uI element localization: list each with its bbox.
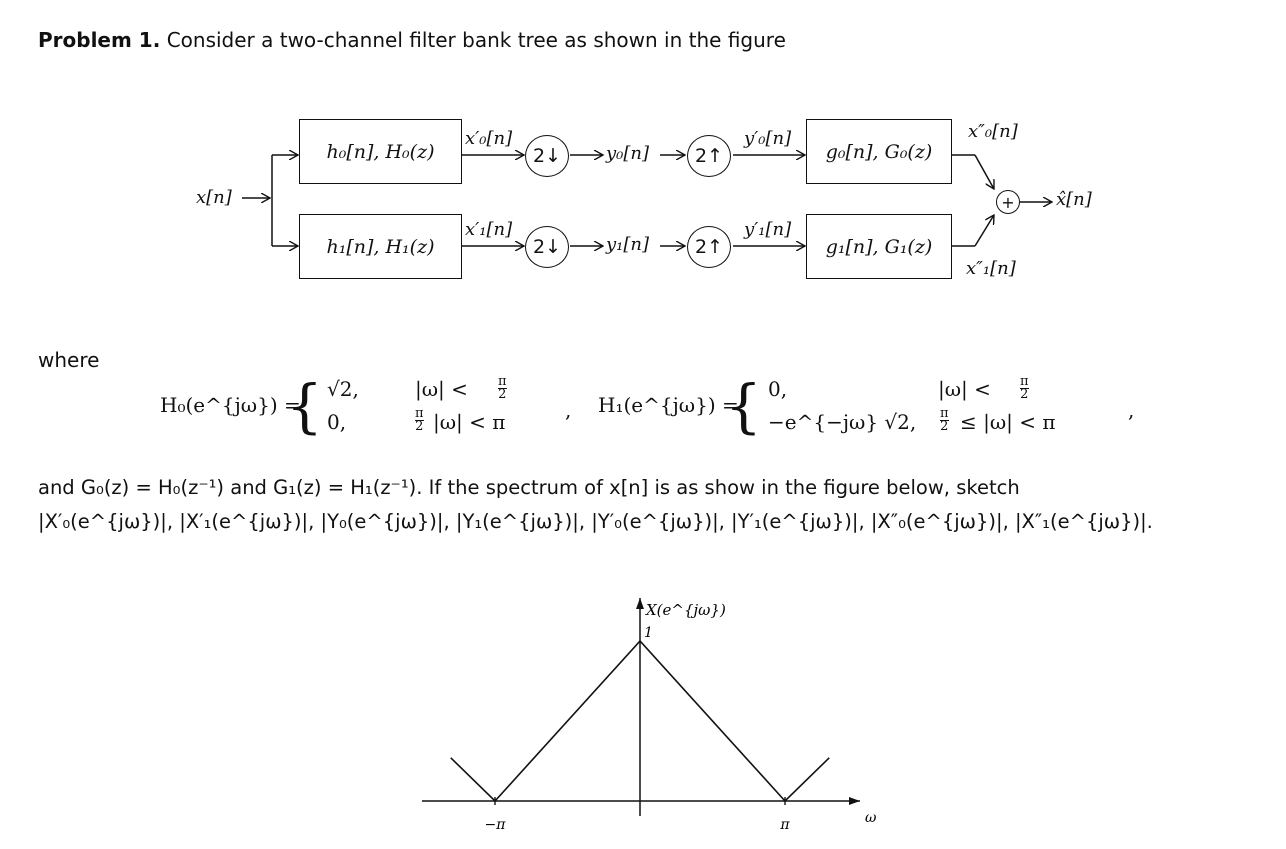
upsampler-top-label: 2↑: [694, 145, 723, 167]
signal-y0-prime: y′₀[n]: [744, 128, 792, 149]
h0-value-1: √2,: [327, 377, 359, 401]
y-axis-label: X(e^{jω}): [645, 601, 726, 619]
signal-x0-prime: x′₀[n]: [465, 128, 513, 149]
h0-lhs: H₀(e^{jω}) =: [160, 393, 301, 417]
h1-value-1: 0,: [768, 377, 788, 401]
filter-h1-label: h₁[n], H₁(z): [326, 235, 435, 258]
h1-cond-1-text: |ω| <: [938, 377, 991, 401]
x-tick-label: π: [779, 817, 790, 833]
synthesis-filter-g0: g₀[n], G₀(z): [806, 119, 952, 184]
output-signal-label: x̂[n]: [1056, 189, 1092, 210]
upsampler-top: 2↑: [687, 135, 731, 177]
upsampler-bottom-label: 2↑: [694, 236, 723, 258]
downsampler-top: 2↓: [525, 135, 569, 177]
input-signal-label: x[n]: [196, 187, 232, 208]
frac-num: π: [1020, 374, 1029, 389]
analysis-filter-h0: h₀[n], H₀(z): [299, 119, 462, 184]
filter-g0-label: g₀[n], G₀(z): [825, 140, 933, 163]
h0-cond-1-text: |ω| <: [415, 377, 468, 401]
downsampler-bottom-label: 2↓: [532, 236, 561, 258]
frac-den: 2: [1020, 387, 1029, 402]
filter-h0-label: h₀[n], H₀(z): [326, 140, 435, 163]
downsampler-bottom: 2↓: [525, 226, 569, 268]
problem-heading-line: Problem 1. Consider a two-channel filter…: [38, 28, 786, 52]
spectrum-series-line: [450, 639, 830, 803]
h1-lhs: H₁(e^{jω}) =: [598, 393, 739, 417]
separator-comma: ,: [565, 398, 572, 422]
h1-cond-1-frac: π 2: [1020, 374, 1029, 402]
x-tick-label: −π: [485, 817, 507, 833]
signal-y1-prime: y′₁[n]: [744, 219, 792, 240]
h0-value-2: 0,: [327, 410, 347, 434]
signal-x0-double-prime: x″₀[n]: [968, 121, 1018, 142]
summing-node-label: +: [1001, 192, 1015, 212]
frac-den: 2: [498, 387, 507, 402]
frac-num: π: [498, 374, 507, 389]
h0-cond-2-frac: π 2: [415, 406, 424, 434]
analysis-filter-h1: h₁[n], H₁(z): [299, 214, 462, 279]
h0-cond-1-frac: π 2: [498, 374, 507, 402]
paragraph-line-1: and G₀(z) = H₀(z⁻¹) and G₁(z) = H₁(z⁻¹).…: [38, 476, 1020, 499]
frac-den: 2: [415, 419, 424, 434]
where-label: where: [38, 348, 100, 372]
signal-x1-double-prime: x″₁[n]: [966, 258, 1016, 279]
h0-cond-2-text: |ω| < π: [433, 410, 506, 434]
downsampler-top-label: 2↓: [532, 145, 561, 167]
summing-node: +: [996, 190, 1020, 214]
signal-y1: y₁[n]: [606, 234, 650, 255]
signal-y0: y₀[n]: [606, 143, 650, 164]
x-axis-label: ω: [865, 810, 877, 826]
paragraph-line-2: |X′₀(e^{jω})|, |X′₁(e^{jω})|, |Y₀(e^{jω}…: [38, 510, 1153, 533]
spectrum-chart: −π π 1 X(e^{jω}) ω: [422, 598, 877, 833]
h1-value-2: −e^{−jω} √2,: [768, 410, 917, 434]
h1-cond-2-text: ≤ |ω| < π: [960, 410, 1056, 434]
y-tick-label: 1: [644, 625, 653, 641]
problem-number: Problem 1.: [38, 28, 161, 52]
filter-g1-label: g₁[n], G₁(z): [825, 235, 933, 258]
upsampler-bottom: 2↑: [687, 226, 731, 268]
signal-x1-prime: x′₁[n]: [465, 219, 513, 240]
diagram-wires: [242, 0, 1286, 320]
frac-den: 2: [940, 419, 949, 434]
synthesis-filter-g1: g₁[n], G₁(z): [806, 214, 952, 279]
h0-brace: {: [286, 372, 323, 440]
frac-num: π: [415, 406, 424, 421]
h1-cond-2-frac: π 2: [940, 406, 949, 434]
problem-intro: Consider a two-channel filter bank tree …: [166, 28, 786, 52]
h1-brace: {: [725, 372, 762, 440]
frac-num: π: [940, 406, 949, 421]
trailing-comma: ,: [1128, 398, 1135, 422]
